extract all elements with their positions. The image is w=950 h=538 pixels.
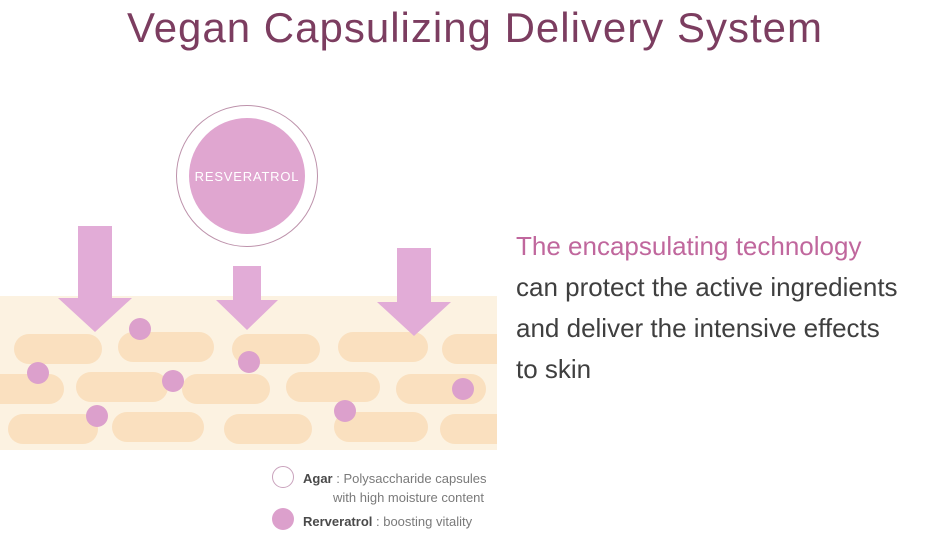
description-highlight: The encapsulating technology	[516, 231, 862, 261]
skin-cell	[14, 334, 102, 364]
agar-legend-icon	[272, 466, 294, 488]
page-title: Vegan Capsulizing Delivery System	[127, 4, 823, 51]
capsule-circle: RESVERATROL	[189, 118, 305, 234]
arrow-head	[58, 298, 132, 332]
skin-cell	[76, 372, 168, 402]
skin-cell	[338, 332, 428, 362]
delivery-arrow	[377, 248, 451, 336]
resveratrol-dot	[238, 351, 260, 373]
skin-cell	[440, 414, 497, 444]
resveratrol-term: Rerveratrol	[303, 514, 373, 529]
resveratrol-dot	[452, 378, 474, 400]
description-line: to skin	[516, 354, 592, 384]
skin-cell	[442, 334, 497, 364]
skin-cell	[112, 412, 204, 442]
agar-desc-line2: with high moisture content	[333, 490, 485, 505]
skin-cell	[8, 414, 98, 444]
description-line: can protect the active ingredients	[516, 272, 898, 302]
arrow-stem	[233, 266, 261, 300]
resveratrol-legend-text: Rerveratrol : boosting vitality	[303, 512, 533, 531]
agar-desc: : Polysaccharide capsules	[332, 471, 487, 486]
arrow-head	[216, 300, 278, 330]
delivery-arrow	[58, 226, 132, 332]
resveratrol-dot	[162, 370, 184, 392]
resveratrol-dot	[86, 405, 108, 427]
skin-cell	[224, 414, 312, 444]
agar-legend-text: Agar : Polysaccharide capsules with high…	[303, 469, 513, 507]
arrow-stem	[397, 248, 431, 302]
skin-cell	[286, 372, 380, 402]
arrow-head	[377, 302, 451, 336]
resveratrol-dot	[334, 400, 356, 422]
delivery-arrow	[216, 266, 278, 330]
capsule-label: RESVERATROL	[194, 168, 300, 184]
agar-term: Agar	[303, 471, 333, 486]
skin-cell	[182, 374, 270, 404]
resveratrol-dot	[129, 318, 151, 340]
resveratrol-desc: : boosting vitality	[372, 514, 473, 529]
arrow-stem	[78, 226, 112, 298]
capsule-outline-circle: RESVERATROL	[176, 105, 318, 247]
resveratrol-legend-icon	[272, 508, 294, 530]
resveratrol-dot	[27, 362, 49, 384]
description-line: and deliver the intensive effects	[516, 313, 880, 343]
description-text: The encapsulating technology can protect…	[516, 226, 946, 390]
